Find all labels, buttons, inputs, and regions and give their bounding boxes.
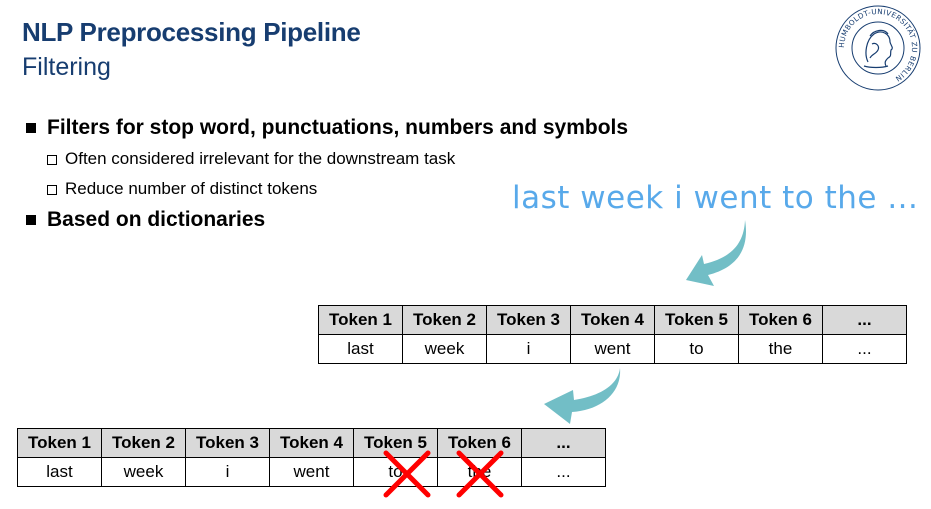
token-header: Token 6 bbox=[437, 428, 522, 458]
bullet-square-icon bbox=[26, 123, 36, 133]
slide-title: NLP Preprocessing Pipeline bbox=[22, 17, 361, 47]
curved-arrow-icon bbox=[686, 220, 746, 286]
example-sentence: last week i went to the ... bbox=[512, 180, 919, 216]
token-value: the bbox=[738, 334, 823, 364]
token-header: Token 3 bbox=[486, 305, 571, 335]
sub-bullet-text: Reduce number of distinct tokens bbox=[65, 179, 318, 198]
token-value: ... bbox=[822, 334, 907, 364]
token-header: Token 3 bbox=[185, 428, 270, 458]
slide-subtitle: Filtering bbox=[22, 53, 111, 81]
token-header: ... bbox=[822, 305, 907, 335]
token-header: Token 2 bbox=[402, 305, 487, 335]
token-value: i bbox=[185, 457, 270, 487]
token-value: last bbox=[318, 334, 403, 364]
token-table-after: Token 1 Token 2 Token 3 Token 4 Token 5 … bbox=[17, 428, 606, 487]
token-header: Token 4 bbox=[570, 305, 655, 335]
token-header: Token 5 bbox=[353, 428, 438, 458]
sub-bullet-text: Often considered irrelevant for the down… bbox=[65, 149, 456, 168]
token-value-removed: the bbox=[437, 457, 522, 487]
token-header: Token 1 bbox=[318, 305, 403, 335]
token-value: to bbox=[654, 334, 739, 364]
token-header: Token 4 bbox=[269, 428, 354, 458]
university-seal-icon: HUMBOLDT-UNIVERSITÄT ZU BERLIN bbox=[835, 5, 921, 91]
token-value: last bbox=[17, 457, 102, 487]
token-header: Token 1 bbox=[17, 428, 102, 458]
token-value: ... bbox=[521, 457, 606, 487]
token-value: went bbox=[570, 334, 655, 364]
bullet-square-icon bbox=[26, 215, 36, 225]
token-value: i bbox=[486, 334, 571, 364]
token-header: Token 5 bbox=[654, 305, 739, 335]
curved-arrow-icon bbox=[544, 368, 621, 424]
token-value-removed: to bbox=[353, 457, 438, 487]
token-value: week bbox=[101, 457, 186, 487]
bullet-text: Based on dictionaries bbox=[47, 208, 266, 231]
bullet-text: Filters for stop word, punctuations, num… bbox=[47, 116, 629, 139]
sub-bullet-square-icon bbox=[47, 185, 57, 195]
token-table-before: Token 1 Token 2 Token 3 Token 4 Token 5 … bbox=[318, 305, 907, 364]
token-header: Token 2 bbox=[101, 428, 186, 458]
token-value: week bbox=[402, 334, 487, 364]
token-value: went bbox=[269, 457, 354, 487]
token-header: ... bbox=[521, 428, 606, 458]
token-header: Token 6 bbox=[738, 305, 823, 335]
sub-bullet-square-icon bbox=[47, 155, 57, 165]
